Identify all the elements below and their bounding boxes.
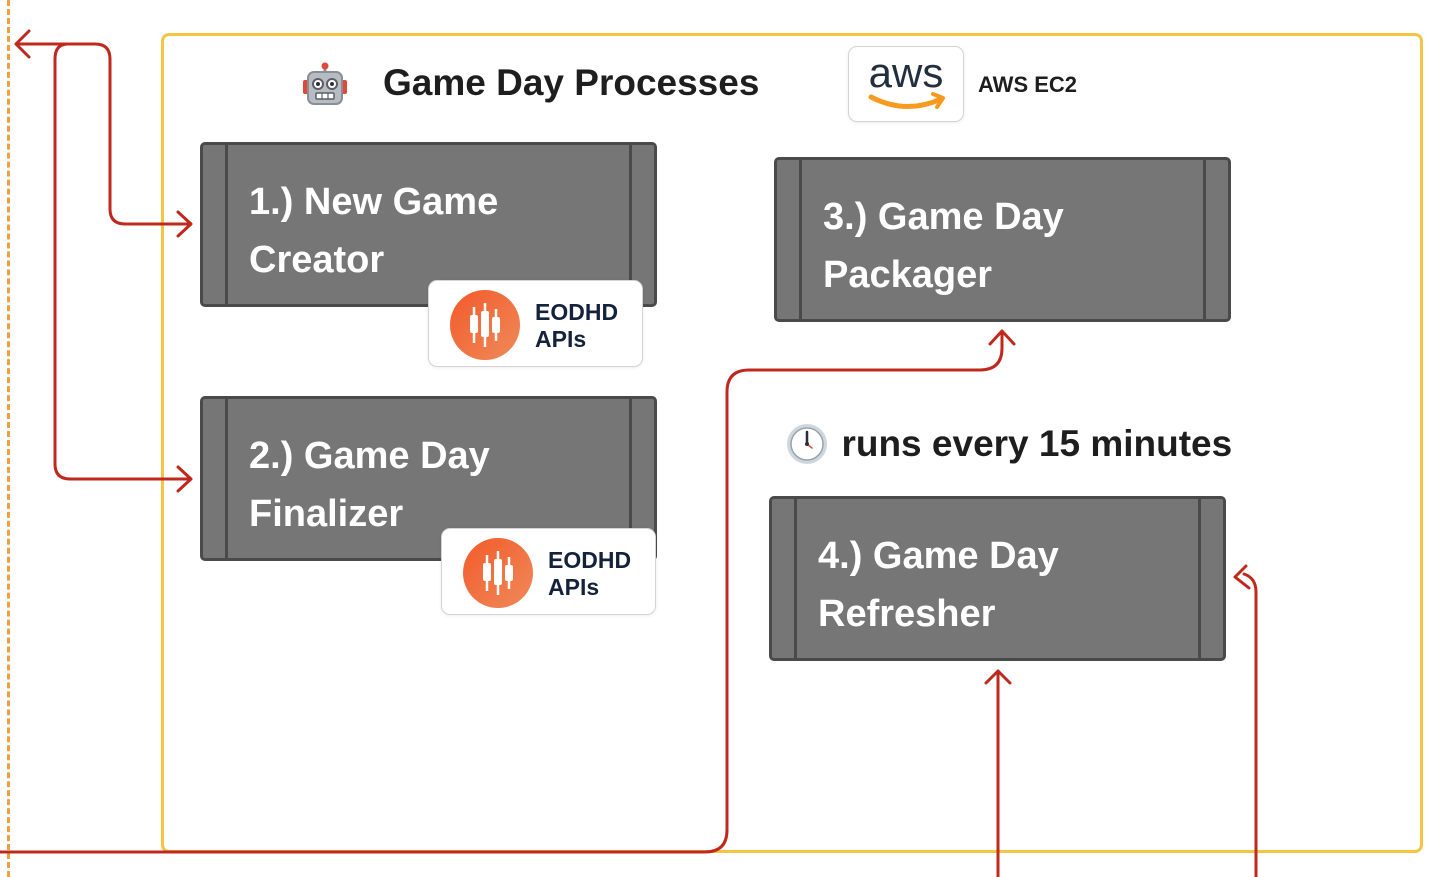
process-title-line-1: 4.) Game Day [818,535,1059,577]
eodhd-label: EODHD APIs [535,299,618,353]
eodhd-label-line-2: APIs [548,574,600,600]
connector-to-packager [0,330,1004,854]
process-game-day-refresher: 4.) Game Day Refresher [769,496,1226,661]
aws-ec2-label: AWS EC2 [978,72,1078,97]
eodhd-label: EODHD APIs [548,547,631,601]
page-title: Game Day Processes [383,62,760,103]
candlestick-chart-icon [462,537,534,609]
arrowhead-left [14,29,31,59]
aws-logo: aws [848,46,964,122]
connector-top [14,42,192,226]
game-day-processes-group [161,33,1423,853]
process-title: 2.) Game Day Finalizer [249,427,629,543]
process-title-line-1: 3.) Game Day [823,196,1064,238]
schedule-note: runs every 15 minutes [785,422,1232,466]
process-title-line-2: Creator [249,239,385,281]
dashed-boundary-line [7,0,10,877]
eodhd-label-line-1: EODHD [535,299,619,325]
process-title-line-2: Finalizer [249,493,404,535]
arrowhead-up [988,329,1016,346]
schedule-text: runs every 15 minutes [841,423,1233,464]
eodhd-apis-badge: EODHD APIs [441,528,656,615]
eodhd-apis-badge: EODHD APIs [428,280,643,367]
process-title-line-1: 2.) Game Day [249,435,490,477]
process-title: 3.) Game Day Packager [823,188,1203,304]
arrowhead-left [1233,564,1251,590]
connector-to-finalizer [53,42,192,481]
eodhd-label-line-2: APIs [535,326,587,352]
process-game-day-packager: 3.) Game Day Packager [774,157,1231,322]
process-new-game-creator: 1.) New Game Creator [200,142,657,307]
process-title-line-2: Packager [823,254,993,296]
arrowhead-up [984,669,1012,685]
candlestick-chart-icon [449,289,521,361]
robot-icon [302,62,348,108]
arrowhead-right [176,465,193,493]
connector-to-refresher-right [1242,572,1258,877]
aws-logo-text: aws [869,49,944,96]
process-title: 4.) Game Day Refresher [818,527,1198,643]
clock-icon [785,422,829,466]
arrowhead-right [176,210,193,238]
process-title-line-2: Refresher [818,593,996,635]
eodhd-label-line-1: EODHD [548,547,632,573]
process-title-line-1: 1.) New Game [249,181,499,223]
process-title: 1.) New Game Creator [249,173,629,289]
